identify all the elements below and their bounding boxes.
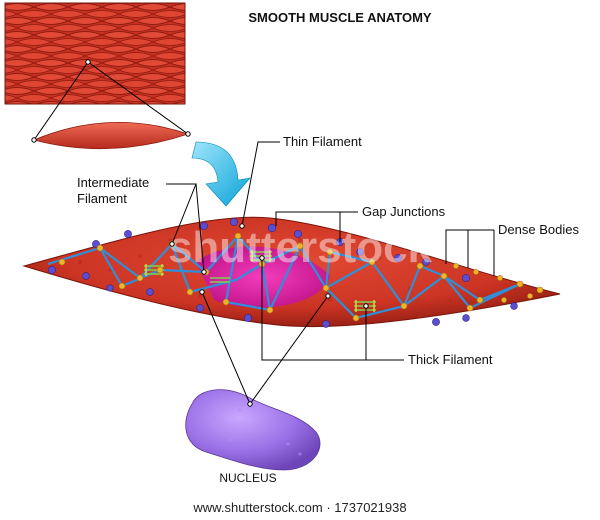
diagram-title: SMOOTH MUSCLE ANATOMY	[248, 10, 432, 25]
leader-thin-filament	[239, 141, 280, 229]
label-nucleus: NUCLEUS	[219, 471, 276, 485]
label-thin-filament: Thin Filament	[283, 134, 362, 149]
dense-bodies	[58, 232, 544, 322]
curved-arrow-icon	[191, 141, 251, 207]
nucleus-blob	[185, 389, 321, 471]
cytoplasm-nucleus-region	[196, 246, 330, 308]
leader-gap-junctions	[275, 211, 358, 242]
credit-line: www.shutterstock.com · 1737021938	[192, 500, 406, 515]
single-muscle-cell-spindle	[31, 121, 191, 150]
smooth-muscle-cell	[22, 216, 561, 328]
label-gap-junctions: Gap Junctions	[362, 204, 446, 219]
watermark: shutterstock	[168, 223, 433, 272]
label-thick-filament: Thick Filament	[408, 352, 493, 367]
leader-thick-filament	[259, 255, 404, 361]
label-dense-bodies: Dense Bodies	[498, 222, 579, 237]
label-intermediate-filament-line2: Filament	[77, 191, 127, 206]
tissue-magnification-panel	[4, 2, 186, 105]
gap-junctions	[48, 218, 518, 328]
leader-intermediate-filament	[166, 183, 207, 275]
zoom-lines	[33, 59, 189, 141]
leader-dense-bodies	[445, 229, 495, 276]
label-intermediate-filament-line1: Intermediate	[77, 175, 149, 190]
leader-nucleus	[199, 289, 331, 407]
